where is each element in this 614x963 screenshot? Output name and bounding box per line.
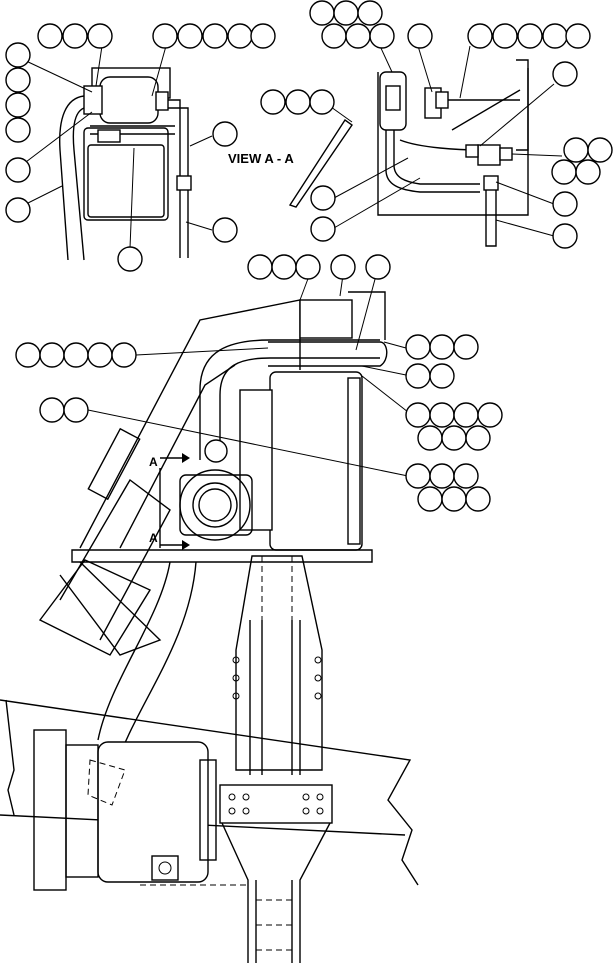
- callout-bubble: [357, 0, 383, 26]
- callout-bubble: [552, 61, 578, 87]
- callout-bubble: [63, 342, 89, 368]
- callout-bubble: [467, 23, 493, 49]
- callout-bubble: [429, 334, 455, 360]
- callout-bubble: [552, 191, 578, 217]
- callout-bubble: [285, 89, 311, 115]
- callout-bubbles: [5, 0, 613, 512]
- callout-bubble: [5, 92, 31, 118]
- callout-bubble: [345, 23, 371, 49]
- callout-bubble: [477, 402, 503, 428]
- callout-bubble: [369, 23, 395, 49]
- callout-bubble: [250, 23, 276, 49]
- callout-bubble: [309, 0, 335, 26]
- flange-bolts: [228, 793, 324, 815]
- detail-top-right: VIEW A - A: [228, 59, 529, 247]
- detail-top-left: [59, 67, 192, 261]
- callout-bubble: [453, 334, 479, 360]
- callout-bubble: [177, 23, 203, 49]
- callout-bubble: [405, 463, 431, 489]
- callout-bubble: [260, 89, 286, 115]
- callout-bubble: [405, 363, 431, 389]
- section-mark-lower: A: [149, 531, 158, 545]
- callout-bubble: [587, 137, 613, 163]
- callout-bubble: [465, 425, 491, 451]
- callout-bubble: [407, 23, 433, 49]
- callout-bubble: [542, 23, 568, 49]
- callout-bubble: [441, 486, 467, 512]
- callout-bubble: [111, 342, 137, 368]
- callout-bubble: [247, 254, 273, 280]
- callout-bubble: [309, 89, 335, 115]
- callout-bubble: [465, 486, 491, 512]
- callout-bubble: [330, 254, 356, 280]
- callout-bubble: [202, 23, 228, 49]
- section-mark-upper: A: [149, 455, 158, 469]
- callout-bubble: [333, 0, 359, 26]
- callout-bubble: [565, 23, 591, 49]
- callout-bubble: [152, 23, 178, 49]
- callout-bubble: [310, 185, 336, 211]
- callout-bubble: [87, 342, 113, 368]
- callout-bubble: [227, 23, 253, 49]
- callout-bubble: [551, 159, 577, 185]
- callout-bubble: [5, 197, 31, 223]
- callout-bubble: [5, 117, 31, 143]
- callout-bubble: [15, 342, 41, 368]
- callout-bubble: [63, 397, 89, 423]
- callout-bubble: [453, 402, 479, 428]
- callout-bubble: [39, 397, 65, 423]
- callout-bubble: [429, 363, 455, 389]
- callout-bubble: [552, 223, 578, 249]
- callout-bubble: [417, 425, 443, 451]
- callout-bubble: [563, 137, 589, 163]
- callout-bubble: [87, 23, 113, 49]
- callout-bubble: [62, 23, 88, 49]
- callout-bubble: [5, 42, 31, 68]
- callout-bubble: [212, 121, 238, 147]
- callout-bubble: [575, 159, 601, 185]
- callout-bubble: [417, 486, 443, 512]
- callout-bubble: [429, 402, 455, 428]
- callout-bubble: [492, 23, 518, 49]
- callout-bubble: [310, 216, 336, 242]
- column-bolts-upper: [232, 656, 322, 700]
- callout-bubble: [295, 254, 321, 280]
- callout-bubble: [5, 67, 31, 93]
- callout-bubble: [441, 425, 467, 451]
- callout-bubble: [117, 246, 143, 272]
- callout-bubble: [39, 342, 65, 368]
- callout-bubble: [37, 23, 63, 49]
- view-title: VIEW A - A: [228, 151, 294, 166]
- callout-bubble: [429, 463, 455, 489]
- callout-bubble: [271, 254, 297, 280]
- leader-lines: [17, 45, 563, 477]
- callout-bubble: [5, 157, 31, 183]
- callout-bubble: [405, 334, 431, 360]
- callout-bubble: [212, 217, 238, 243]
- callout-bubble: [321, 23, 347, 49]
- callout-bubble: [517, 23, 543, 49]
- callout-bubble: [453, 463, 479, 489]
- callout-bubble: [365, 254, 391, 280]
- callout-bubble: [405, 402, 431, 428]
- main-assembly: A A: [0, 291, 419, 963]
